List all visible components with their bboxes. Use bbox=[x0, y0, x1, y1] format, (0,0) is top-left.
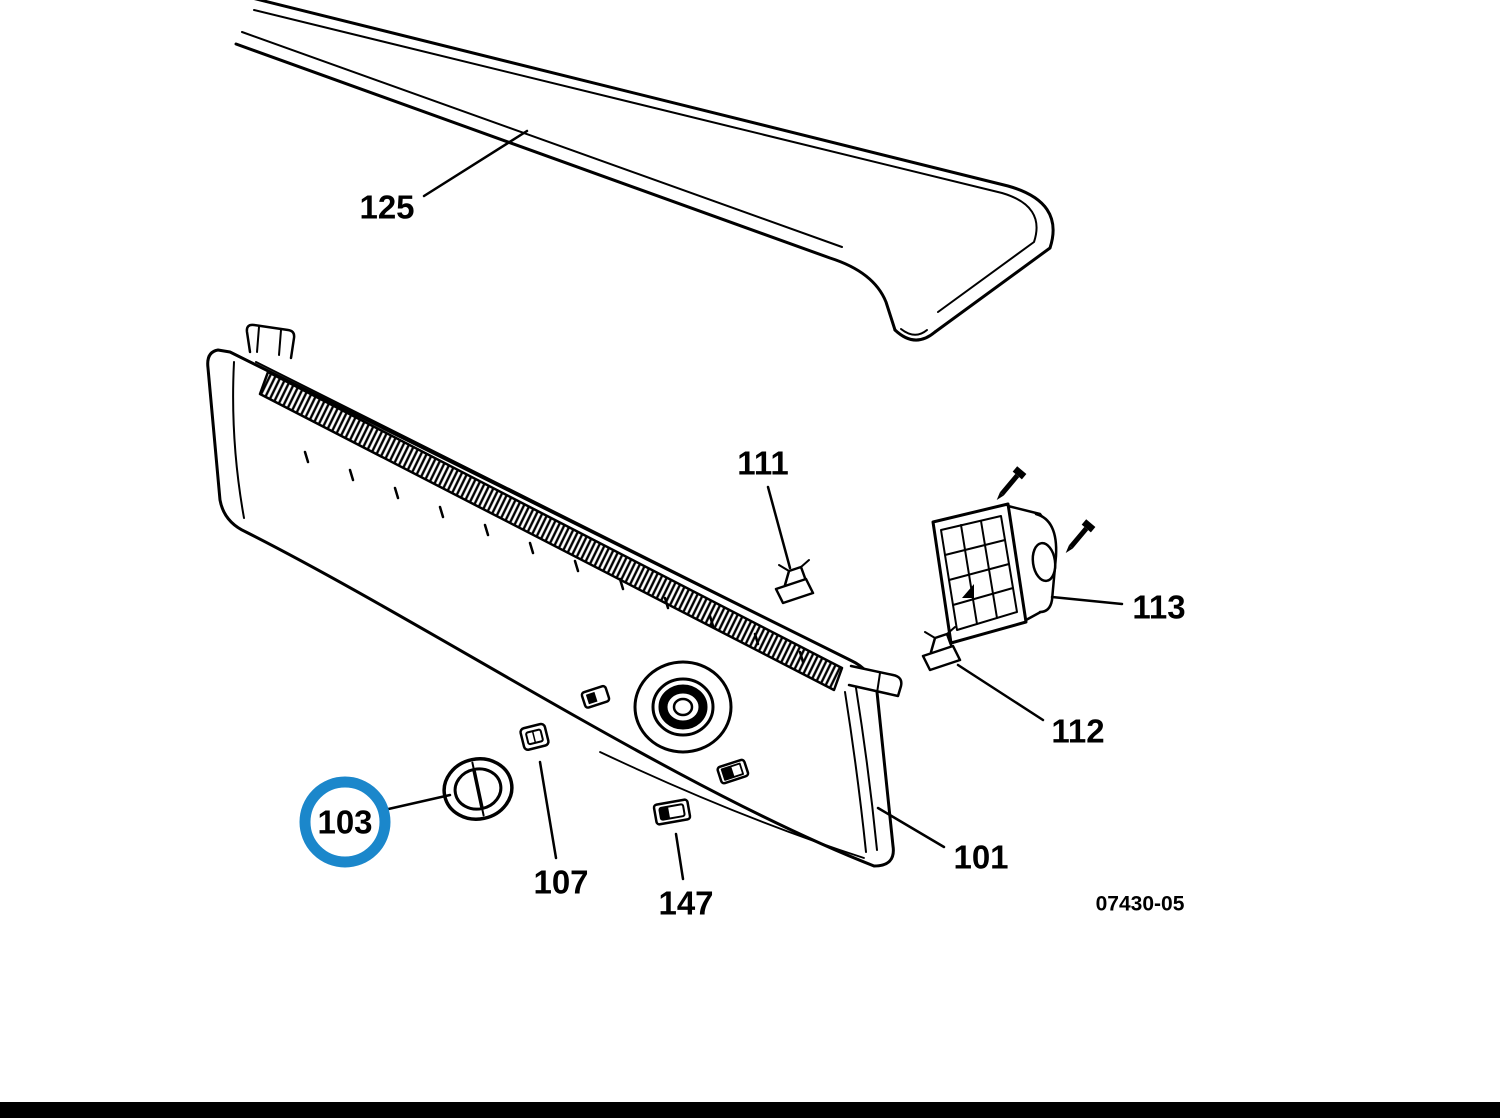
part-label-103: 103 bbox=[317, 803, 373, 841]
part-label-101: 101 bbox=[953, 838, 1009, 876]
clip-part-111 bbox=[774, 559, 815, 605]
part-label-125: 125 bbox=[359, 188, 415, 226]
clip-part-107 bbox=[519, 722, 550, 751]
part-label-112: 112 bbox=[1051, 712, 1105, 750]
knob-opening bbox=[633, 660, 733, 754]
screw-icon bbox=[1065, 519, 1096, 553]
grille-slot bbox=[258, 370, 844, 692]
highlight-circle-103 bbox=[299, 776, 391, 868]
leader-line-101 bbox=[876, 806, 946, 849]
screw-icon bbox=[996, 466, 1027, 500]
footer-bar bbox=[0, 1102, 1500, 1118]
panel-right-latch-tab bbox=[847, 664, 903, 698]
part-label-111: 111 bbox=[737, 444, 789, 482]
part-label-107: 107 bbox=[533, 863, 589, 901]
leader-line-103 bbox=[382, 793, 452, 812]
part-label-147: 147 bbox=[658, 884, 714, 922]
leader-line-111 bbox=[766, 485, 792, 570]
leader-line-147 bbox=[674, 832, 685, 881]
leader-line-113 bbox=[1050, 595, 1124, 606]
top-trim-part-125 bbox=[234, 0, 1055, 342]
leader-line-107 bbox=[538, 760, 558, 860]
vent-ticks bbox=[303, 450, 805, 664]
part-label-113: 113 bbox=[1132, 588, 1186, 626]
clip-part-147 bbox=[652, 798, 692, 826]
panel-face-clip-left bbox=[580, 684, 611, 709]
panel-top-left-tab bbox=[245, 323, 296, 360]
leader-line-112 bbox=[956, 663, 1045, 722]
diagram-number: 07430-05 bbox=[1095, 892, 1185, 916]
panel-face-clip-right bbox=[716, 758, 750, 785]
cap-part-103 bbox=[442, 757, 514, 821]
clip-part-112 bbox=[921, 626, 962, 672]
control-panel-part-101 bbox=[206, 323, 903, 868]
leader-line-125 bbox=[422, 129, 529, 198]
filter-plate-part-113 bbox=[931, 502, 1058, 645]
leader-lines bbox=[382, 129, 1124, 881]
panel-outline bbox=[206, 348, 895, 868]
